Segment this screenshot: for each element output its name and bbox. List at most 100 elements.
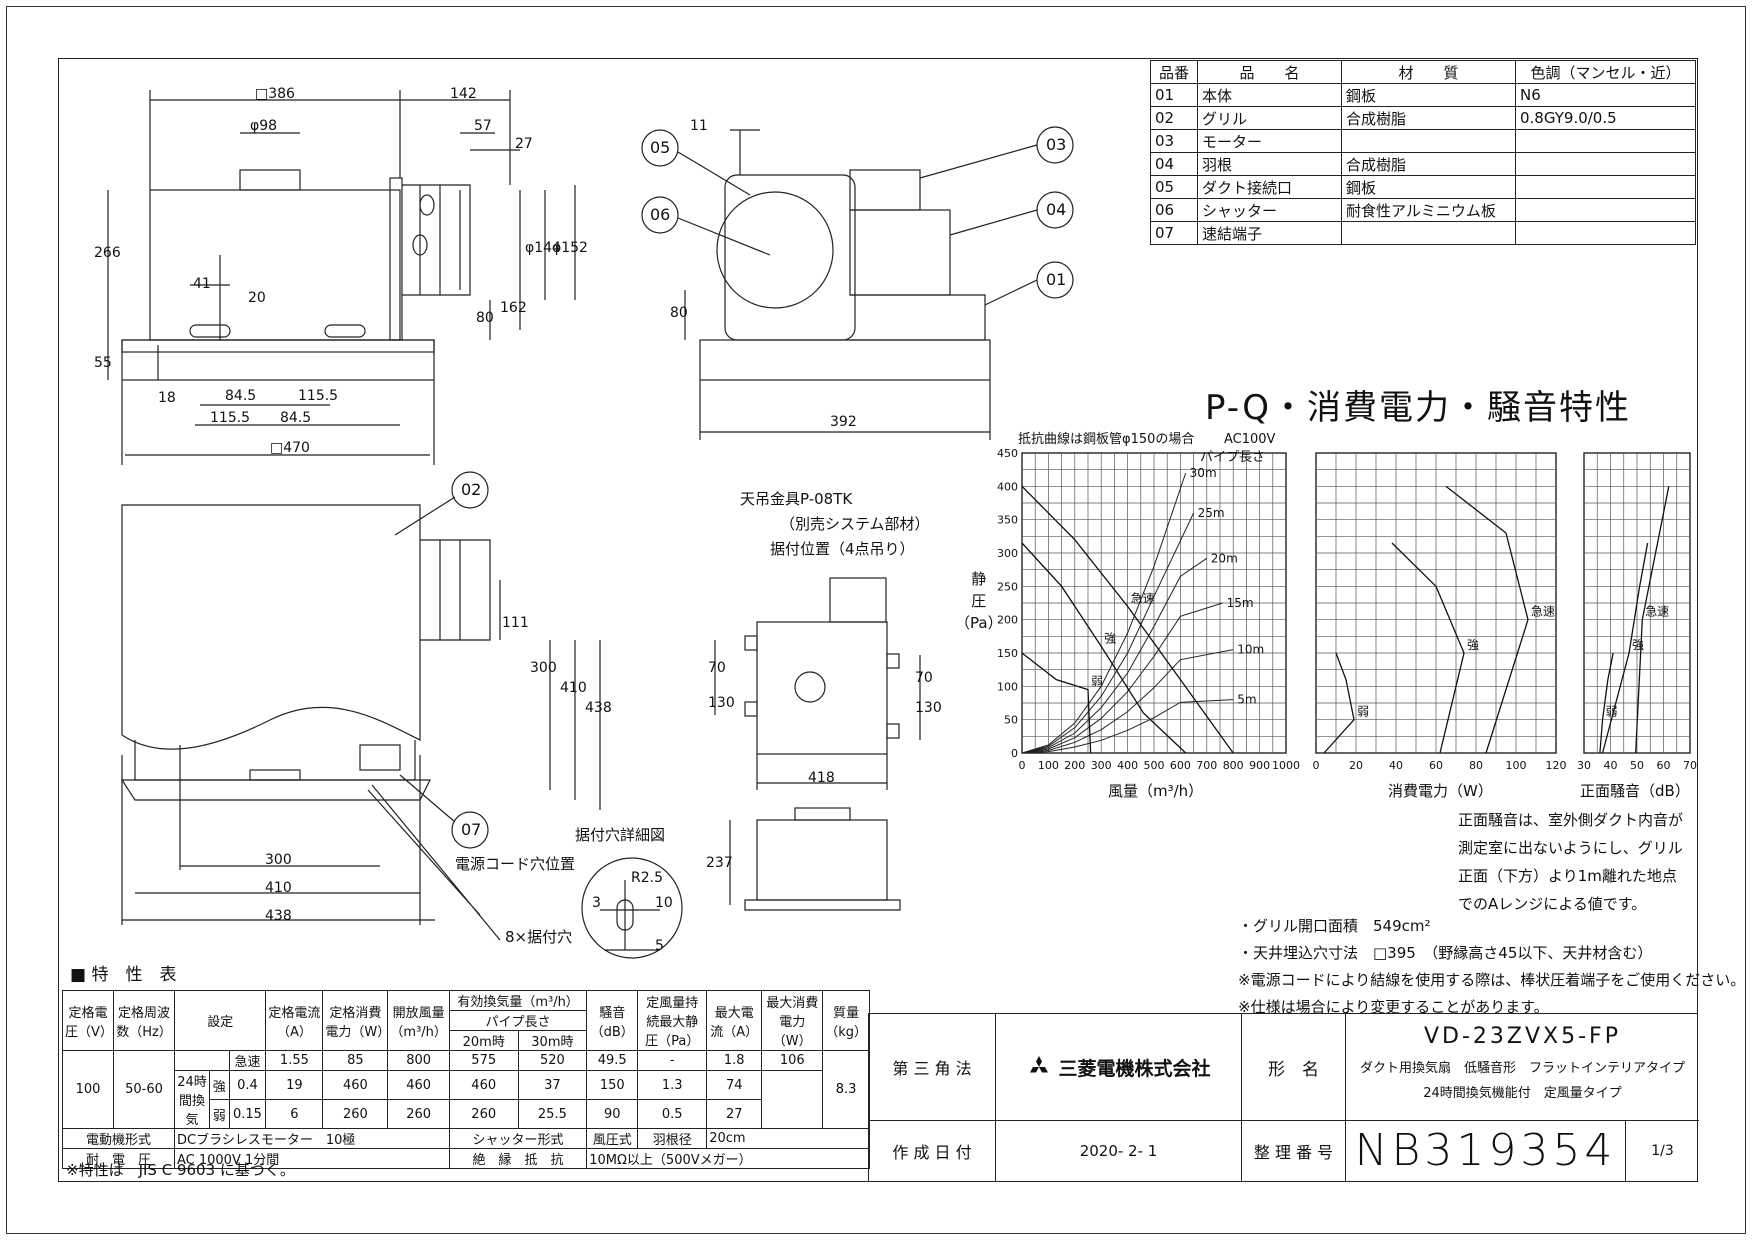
parts-cell-name: シャッター: [1197, 198, 1342, 222]
spec-freq: 50-60: [113, 1050, 175, 1129]
dimension-label: 55: [94, 355, 112, 371]
series-line: [1021, 485, 1234, 754]
part-balloon: 01: [1046, 270, 1067, 289]
spec-title: ■ 特 性 表: [70, 965, 177, 985]
dimension-label: 410: [265, 880, 292, 896]
spec-h-mass: 質量（kg）: [822, 990, 870, 1051]
tb-company-name: 三菱電機株式会社: [1058, 1057, 1211, 1080]
spec-power: 19: [265, 1070, 324, 1100]
parts-cell-color: 0.8GY9.0/0.5: [1515, 106, 1696, 130]
spec-voltage: 100: [62, 1050, 114, 1129]
spec-mode: 急速: [228, 1050, 267, 1071]
parts-cell-name: モーター: [1197, 129, 1342, 153]
tb-desc1: ダクト用換気扇 低騒音形 フラットインテリアタイプ: [1359, 1061, 1685, 1076]
spec-h-20m: 20m時: [448, 1030, 519, 1051]
dimension-label: 130: [708, 695, 735, 711]
dimension-label: 300: [265, 852, 292, 868]
spec-motor-label: 電動機形式: [62, 1128, 175, 1149]
spec-m20: 460: [387, 1070, 450, 1100]
noise-note-2: 測定室に出ないようにし、グリル: [1458, 839, 1683, 857]
hanger-view: [714, 577, 921, 911]
spec-open: 260: [322, 1099, 389, 1129]
pipe-curve: [1021, 512, 1195, 754]
dimension-label: □470: [270, 440, 310, 456]
spec-maxcur: 1.8: [706, 1050, 763, 1071]
part-balloon: 04: [1046, 200, 1067, 219]
tb-model-block: VD-23ZVX5-FP ダクト用換気扇 低騒音形 フラットインテリアタイプ 2…: [1346, 1014, 1699, 1120]
dimension-label: 11: [690, 118, 708, 134]
series-label: 強: [1467, 638, 1479, 652]
series-label: 強: [1104, 631, 1116, 645]
pq-note-top: 抵抗曲線は鋼板管φ150の場合: [1018, 432, 1195, 447]
parts-cell-material: 合成樹脂: [1341, 106, 1516, 130]
pq-voltage: AC100V: [1224, 432, 1276, 447]
power-xlabel: 消費電力（W）: [1388, 782, 1493, 800]
pipe-curve-label: 5m: [1237, 693, 1256, 707]
spec-h-setting: 設定: [173, 990, 267, 1051]
label-hole-title: 据付穴詳細図: [575, 826, 666, 844]
parts-header-material: 材 質: [1341, 60, 1516, 84]
x-tick-label: 800: [1223, 759, 1244, 772]
tb-projection: 第 三 角 法: [869, 1014, 996, 1120]
x-tick-label: 100: [1506, 759, 1527, 772]
tb-sheet: 1/3: [1651, 1142, 1674, 1159]
noise-note-1: 正面騒音は、室外側ダクト内音が: [1458, 811, 1684, 829]
y-tick-label: 350: [997, 514, 1018, 527]
spec-m30: 520: [517, 1050, 588, 1071]
dimension-label: φ98: [250, 118, 278, 134]
pq-ylabel-3: （Pa）: [955, 614, 1003, 632]
x-tick-label: 60: [1657, 759, 1671, 772]
y-tick-label: 0: [1011, 747, 1018, 760]
part-balloon: 06: [650, 205, 671, 224]
spec-table: 定格電圧（V） 定格周波数（Hz） 設定 定格電流（A） 定格消費電力（W） 開…: [62, 990, 870, 1169]
parts-cell-no: 03: [1150, 129, 1198, 153]
spec-insulation: 10MΩ以上（500Vメガー）: [586, 1148, 870, 1169]
spec-current: 0.4: [228, 1070, 267, 1100]
dimension-label: 115.5: [210, 410, 251, 426]
spec-h-freq: 定格周波数（Hz）: [113, 990, 175, 1051]
parts-cell-no: 01: [1150, 83, 1198, 107]
spec-vent24: 24時間換気: [174, 1070, 210, 1129]
parts-cell-no: 02: [1150, 106, 1198, 130]
parts-cell-name: 速結端子: [1197, 221, 1342, 245]
dimension-label: 3: [592, 895, 601, 911]
x-tick-label: 70: [1683, 759, 1697, 772]
tb-model: VD-23ZVX5-FP: [1424, 1024, 1621, 1049]
x-tick-label: 0: [1019, 759, 1026, 772]
series-line: [1635, 486, 1670, 754]
x-tick-label: 50: [1630, 759, 1644, 772]
parts-header-no: 品番: [1150, 60, 1198, 84]
pq-ylabel: 静 圧 （Pa）: [955, 568, 1003, 634]
spec-maxpow: 74: [706, 1070, 763, 1100]
series-label: 急速: [1131, 590, 1155, 605]
series-label: 急速: [1645, 604, 1669, 619]
noise-xlabel: 正面騒音（dB）: [1580, 782, 1690, 800]
x-tick-label: 700: [1196, 759, 1217, 772]
pq-ylabel-1: 静: [971, 570, 987, 588]
parts-cell-name: ダクト接続口: [1197, 175, 1342, 199]
parts-header-name: 品 名: [1197, 60, 1342, 84]
tb-company: 三菱電機株式会社: [996, 1014, 1242, 1120]
spec-h-current: 定格電流（A）: [265, 990, 324, 1051]
dimension-label: 80: [670, 305, 688, 321]
x-tick-label: 80: [1469, 759, 1483, 772]
spec-mass: 8.3: [822, 1050, 870, 1129]
series-label: 急速: [1531, 604, 1555, 619]
dimension-label: 410: [560, 680, 587, 696]
top-view: [107, 90, 576, 465]
spec-h-open-flow: 開放風量（m³/h）: [387, 990, 450, 1051]
label-cord-hole: 電源コード穴位置: [455, 855, 576, 873]
y-tick-label: 400: [997, 480, 1018, 493]
label-mount-holes: 8×据付穴: [505, 928, 573, 946]
spec-insulation-label: 絶 縁 抵 抗: [448, 1148, 588, 1169]
x-tick-label: 1000: [1272, 759, 1300, 772]
label-hanger-sub1: （別売システム部材）: [780, 515, 930, 533]
